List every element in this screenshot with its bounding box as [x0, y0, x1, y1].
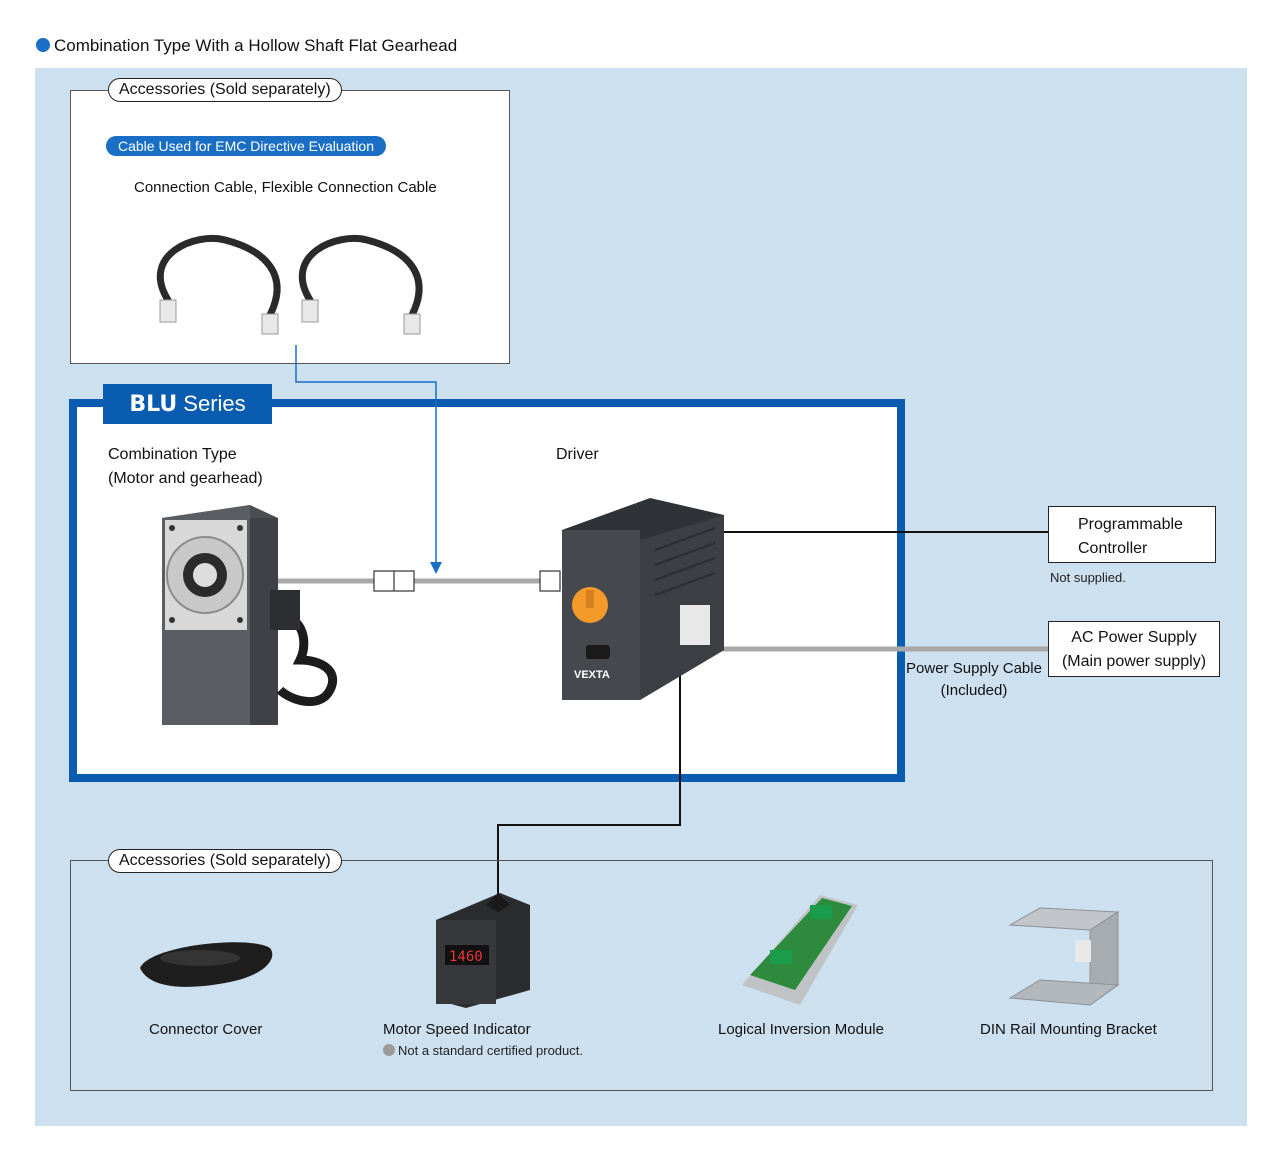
motor-gearhead-icon [162, 505, 338, 725]
ac-label-2: (Main power supply) [1061, 653, 1207, 670]
blu-series-tab: BLU Series [103, 384, 272, 424]
plc-note: Not supplied. [1050, 570, 1126, 585]
connection-cable-icon [156, 235, 281, 335]
bullet-dot-icon [36, 38, 50, 52]
driver-label: Driver [556, 446, 599, 463]
driver-connector [539, 570, 561, 592]
arrow-head-icon [430, 562, 442, 574]
speed-indicator-label: Motor Speed Indicator [383, 1021, 531, 1038]
din-bracket-label: DIN Rail Mounting Bracket [980, 1021, 1157, 1038]
inversion-module-icon [742, 895, 858, 1005]
driver-brand-text: VEXTA [574, 669, 610, 681]
motor-label-1: Combination Type [108, 446, 237, 463]
speed-indicator-icon: 1460 [436, 893, 530, 1008]
top-accessories-panel [70, 90, 510, 364]
top-accessories-tab: Accessories (Sold separately) [108, 78, 342, 102]
programmable-controller-box: Programmable Controller [1048, 506, 1216, 563]
flexible-connection-cable-icon [298, 235, 423, 335]
inversion-module-label: Logical Inversion Module [718, 1021, 884, 1038]
ac-label-1: AC Power Supply [1071, 629, 1197, 646]
connector-cover-icon [140, 942, 273, 987]
plc-label-1: Programmable [1078, 516, 1183, 533]
driver-icon: VEXTA [562, 498, 724, 700]
speed-indicator-note: Not a standard certified product. [383, 1043, 583, 1058]
bottom-accessories-tab: Accessories (Sold separately) [108, 849, 342, 873]
ac-power-supply-box: AC Power Supply (Main power supply) [1048, 621, 1220, 677]
grey-dot-icon [383, 1044, 395, 1056]
plc-label-2: Controller [1078, 540, 1148, 557]
emc-badge: Cable Used for EMC Directive Evaluation [106, 136, 386, 156]
cable-arrow-line [295, 345, 437, 565]
page-title: Combination Type With a Hollow Shaft Fla… [36, 36, 457, 56]
connector-cover-label: Connector Cover [149, 1021, 263, 1038]
connection-cable-label: Connection Cable, Flexible Connection Ca… [134, 179, 437, 196]
power-supply-cable-label: Power Supply Cable (Included) [906, 660, 1042, 699]
bottom-accessories-panel [70, 860, 1213, 1091]
motor-label-2: (Motor and gearhead) [108, 470, 263, 487]
speed-display-text: 1460 [449, 949, 483, 965]
din-bracket-icon [1008, 907, 1120, 1006]
